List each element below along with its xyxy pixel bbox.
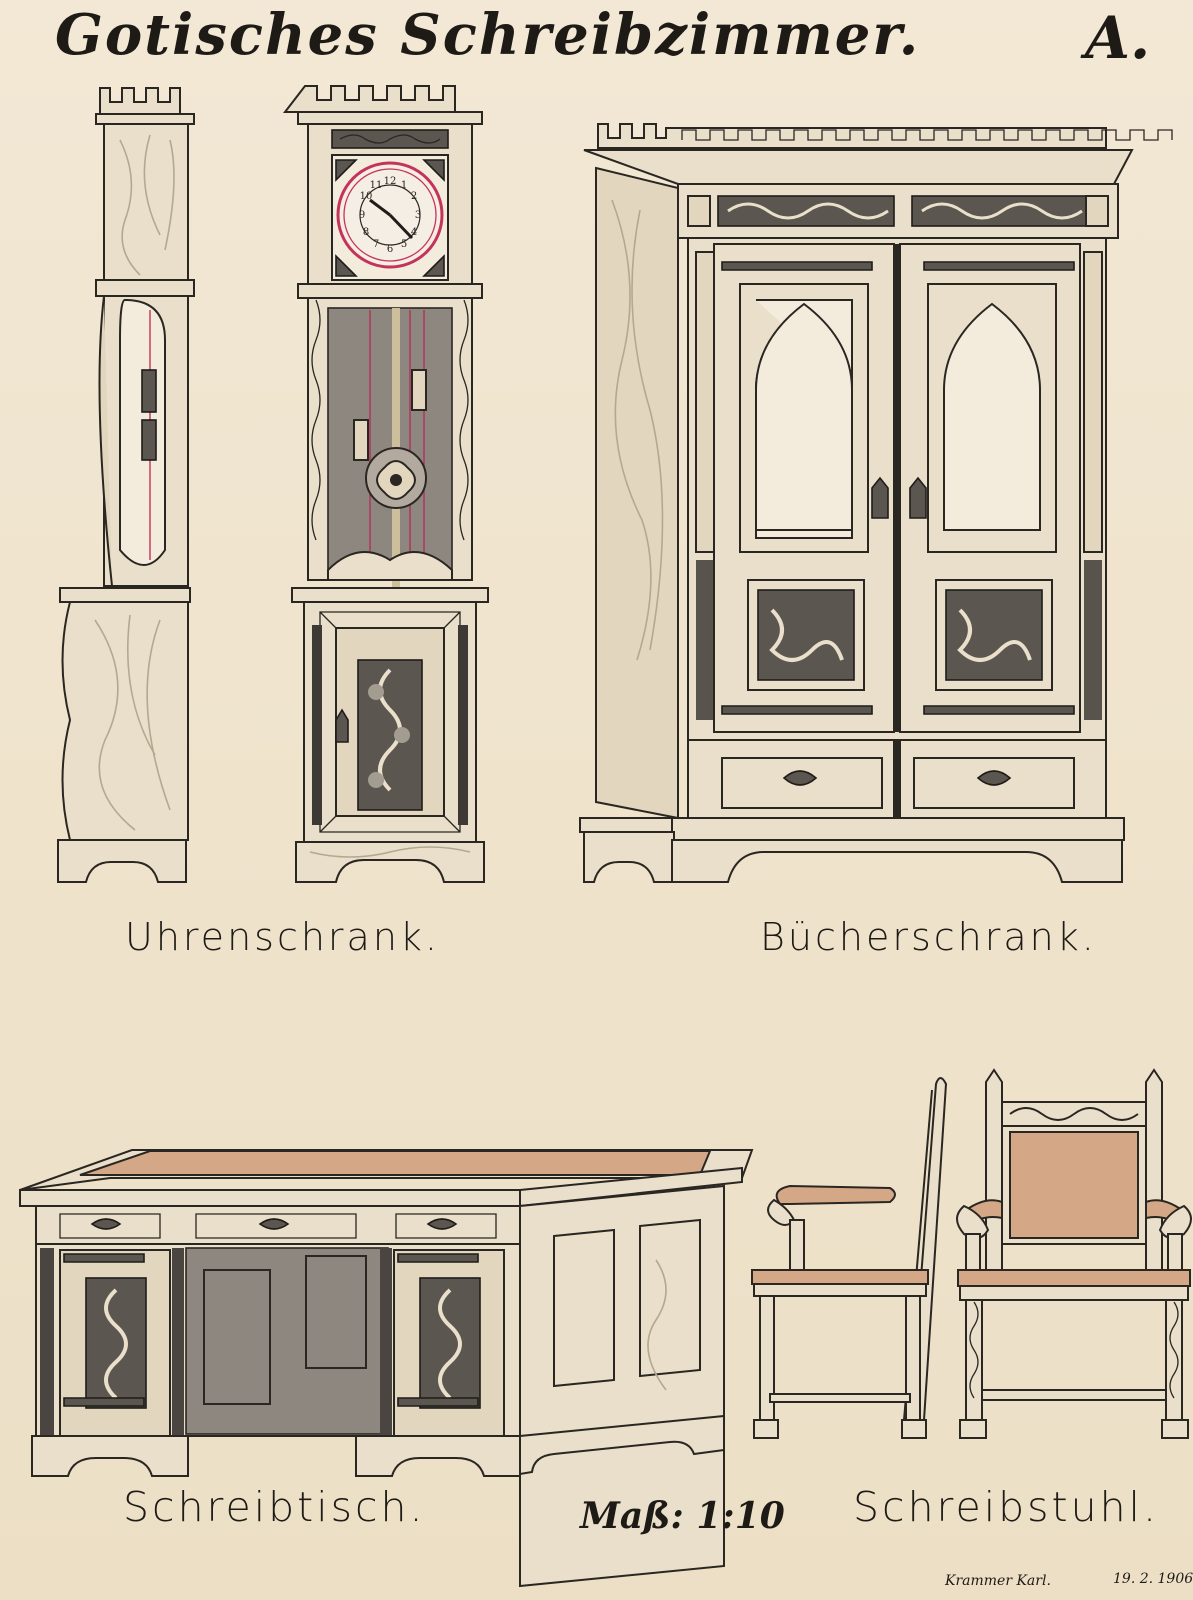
svg-text:5: 5 — [401, 239, 407, 250]
svg-text:1: 1 — [401, 180, 407, 191]
svg-text:6: 6 — [387, 244, 393, 255]
svg-text:9: 9 — [359, 210, 365, 221]
sheet-title: Gotisches Schreibzimmer. — [55, 2, 921, 68]
bookcase-label: Bücherschrank. — [760, 915, 1097, 959]
svg-text:2: 2 — [411, 191, 417, 202]
signature: Krammer Karl. — [945, 1573, 1051, 1589]
desk-drawing — [19, 1149, 754, 1588]
svg-text:3: 3 — [415, 210, 421, 221]
clock-numerals: 12 1 2 3 4 5 6 7 8 9 10 11 — [359, 176, 421, 255]
date-note: 19. 2. 1906. — [1113, 1571, 1193, 1587]
scale-note: Maß: 1:10 — [580, 1495, 785, 1537]
clock-cabinet-label: Uhrenschrank. — [125, 915, 441, 959]
clock-cabinet-side-view — [57, 87, 195, 883]
plate-letter: A. — [1085, 4, 1151, 72]
svg-text:10: 10 — [360, 191, 373, 202]
bookcase-drawing — [579, 123, 1173, 883]
svg-text:4: 4 — [411, 227, 417, 238]
svg-text:11: 11 — [370, 180, 383, 191]
chair-front-view — [956, 1068, 1192, 1439]
desk-label: Schreibtisch. — [123, 1483, 426, 1531]
svg-text:7: 7 — [373, 239, 379, 250]
chair-label: Schreibstuhl. — [853, 1483, 1159, 1531]
svg-text:12: 12 — [384, 176, 397, 187]
clock-cabinet-front-view: 12 1 2 3 4 5 6 7 8 9 10 11 — [282, 85, 489, 883]
chair-side-view — [751, 1077, 948, 1439]
svg-text:8: 8 — [363, 227, 369, 238]
